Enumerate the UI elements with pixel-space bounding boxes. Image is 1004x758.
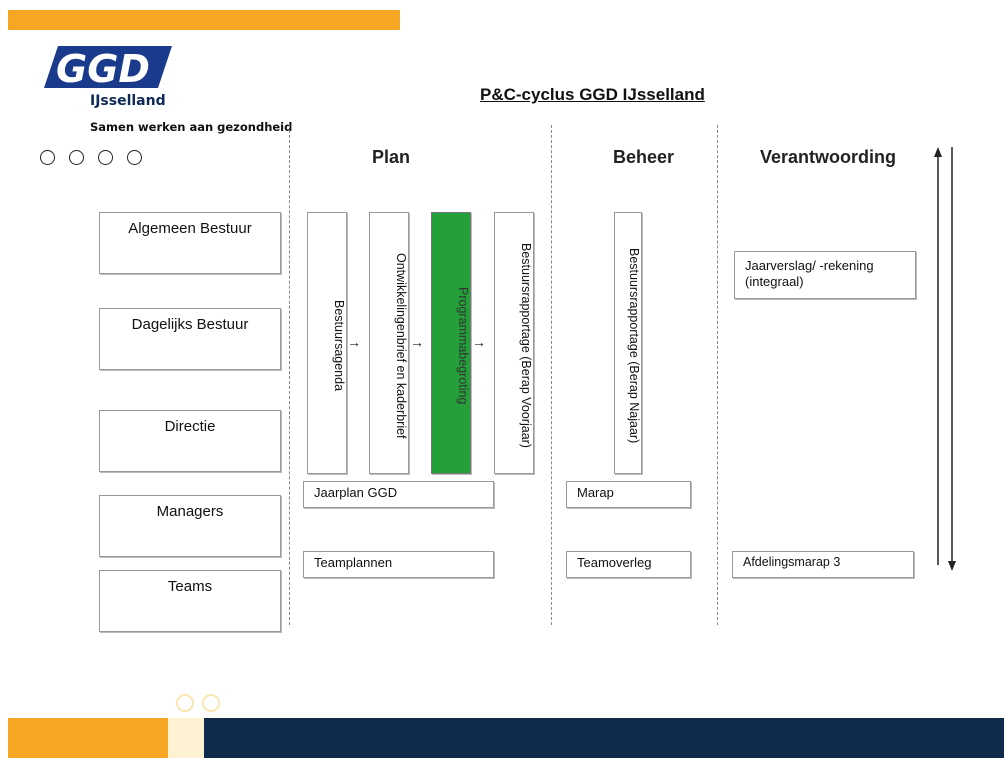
arrow-right-icon: → (347, 334, 361, 350)
arrow-right-icon: → (472, 334, 486, 350)
box-bestuursrapportage-voorjaar: Bestuursrapportage (Berap Voorjaar) (494, 212, 534, 474)
level-directie: Directie (99, 410, 281, 472)
circle-icon (127, 150, 142, 165)
box-label: Bestuursrapportage (Berap Voorjaar) (519, 243, 533, 448)
page-title: P&C-cyclus GGD IJsselland (480, 85, 705, 104)
arrow-right-icon: → (410, 334, 424, 350)
box-teamplannen: Teamplannen (303, 551, 494, 578)
brand-tagline: Samen werken aan gezondheid (90, 120, 293, 134)
circle-icon (40, 150, 55, 165)
divider-line (717, 125, 718, 625)
circle-icon (69, 150, 84, 165)
level-teams: Teams (99, 570, 281, 632)
circle-row (40, 150, 142, 165)
column-header-verantwoording: Verantwoording (760, 147, 897, 167)
box-marap: Marap (566, 481, 691, 508)
column-header-plan: Plan (372, 147, 411, 167)
level-algemeen-bestuur: Algemeen Bestuur (99, 212, 281, 274)
bottom-bar-orange (8, 718, 168, 758)
ggd-logo: GGD (44, 46, 172, 90)
box-label: Programmabegroting (456, 286, 470, 405)
box-teamoverleg: Teamoverleg (566, 551, 691, 578)
divider-line (289, 125, 290, 625)
bottom-bar-navy (204, 718, 1004, 758)
svg-text:GGD: GGD (56, 47, 150, 90)
box-jaarplan: Jaarplan GGD (303, 481, 494, 508)
box-bestuursagenda: Bestuursagenda (307, 212, 347, 474)
box-label: Ontwikkelingenbrief en kaderbrief (394, 252, 408, 439)
level-dagelijks-bestuur: Dagelijks Bestuur (99, 308, 281, 370)
top-accent-bar (8, 10, 400, 30)
box-bestuursrapportage-najaar: Bestuursrapportage (Berap Najaar) (614, 212, 642, 474)
brand-name: IJsselland (90, 93, 166, 109)
divider-line (551, 125, 552, 625)
box-afdelingsmarap: Afdelingsmarap 3 (732, 551, 914, 578)
box-ontwikkelingenbrief: Ontwikkelingenbrief en kaderbrief (369, 212, 409, 474)
double-arrow-icon (934, 147, 956, 571)
circle-icon (98, 150, 113, 165)
decor-circle (176, 694, 194, 712)
decor-circle (202, 694, 220, 712)
box-programmabegroting: Programmabegroting (431, 212, 471, 474)
box-jaarverslag: Jaarverslag/ -rekening (integraal) (734, 251, 916, 299)
level-managers: Managers (99, 495, 281, 557)
box-label: Bestuursrapportage (Berap Najaar) (627, 247, 641, 444)
bottom-bar-light (168, 718, 204, 758)
box-label: Bestuursagenda (332, 299, 346, 392)
column-header-beheer: Beheer (613, 147, 675, 167)
